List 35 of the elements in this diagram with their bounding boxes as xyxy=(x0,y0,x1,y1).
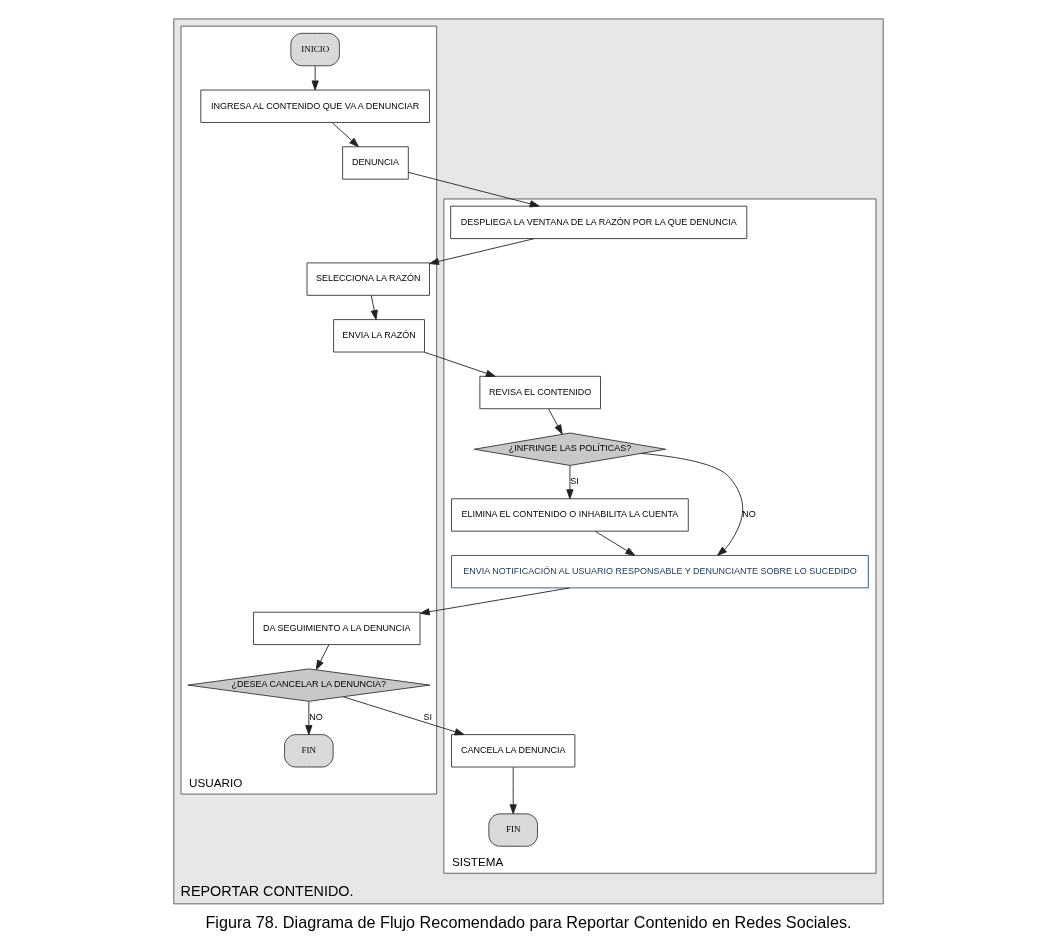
node-box: DA SEGUIMIENTO A LA DENUNCIA xyxy=(253,611,421,646)
node-box: FIN xyxy=(488,813,538,847)
node-box: DENUNCIA xyxy=(342,146,409,180)
arrow xyxy=(423,351,496,377)
arrow xyxy=(429,238,535,265)
node-box: INICIO xyxy=(290,32,340,67)
arrow xyxy=(566,465,574,500)
arrow xyxy=(331,122,359,148)
arrow xyxy=(640,452,744,556)
edge-label: NO xyxy=(309,712,323,723)
arrow xyxy=(407,171,540,208)
node-box: REVISA EL CONTENIDO xyxy=(479,375,601,410)
arrow xyxy=(509,766,517,815)
arrow xyxy=(315,644,330,670)
node-box: INGRESA AL CONTENIDO QUE VA A DENUNCIAR xyxy=(200,89,430,123)
arrow xyxy=(311,65,319,91)
node-box: DESPLIEGA LA VENTANA DE LA RAZÓN POR LA QUE DENUNCIA xyxy=(450,205,748,240)
node-diamond: ¿DESEA CANCELAR LA DENUNCIA? xyxy=(187,668,431,702)
edge-label: SI xyxy=(570,476,579,487)
node-diamond: ¿INFRINGE LAS POLÍTICAS? xyxy=(473,432,667,466)
caption: Figura 78. Diagrama de Flujo Recomendado para Reportar Contenido en Redes Sociales. xyxy=(205,912,852,931)
node-box: ENVIA NOTIFICACIÓN AL USUARIO RESPONSABLE Y DENUNCIANTE SOBRE LO SUCEDIDO xyxy=(451,555,869,589)
edge-label: NO xyxy=(742,509,756,520)
arrow xyxy=(594,530,636,556)
arrow xyxy=(548,408,563,435)
arrow xyxy=(419,587,570,616)
edge-label: SI xyxy=(423,712,432,723)
node-box: FIN xyxy=(284,734,334,768)
node-box: CANCELA LA DENUNCIA xyxy=(451,734,576,768)
arrow xyxy=(305,701,313,736)
node-box: ELIMINA EL CONTENIDO O INHABILITA LA CUENTA xyxy=(451,498,689,532)
arrow xyxy=(342,696,465,736)
arrow xyxy=(370,295,378,320)
node-box: ENVIA LA RAZÓN xyxy=(333,319,425,353)
node-box: SELECCIONA LA RAZÓN xyxy=(306,262,430,296)
